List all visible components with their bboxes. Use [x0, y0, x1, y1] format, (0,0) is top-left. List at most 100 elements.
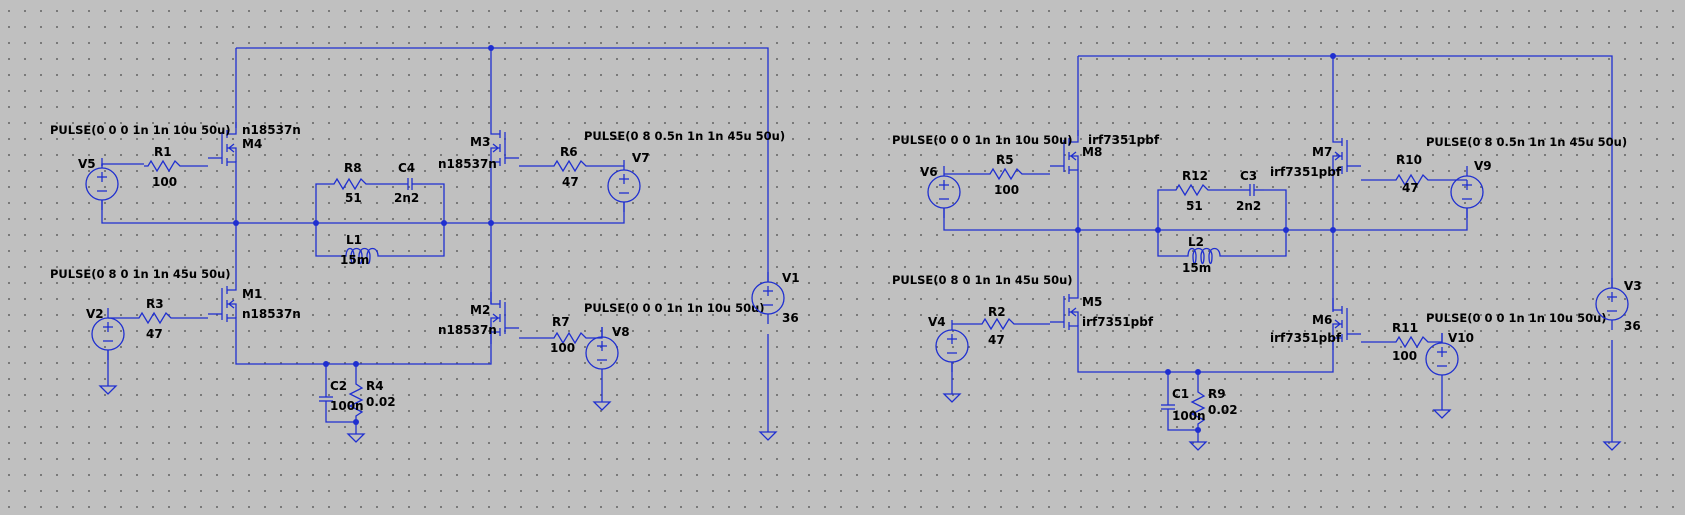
r12-value-label: 51	[1186, 199, 1203, 213]
mosfet-m6[interactable]: M6 irf7351pbf	[1270, 297, 1362, 351]
v5-spec-label: PULSE(0 0 0 1n 1n 10u 50u)	[50, 123, 231, 137]
m6-name-label: M6	[1312, 313, 1332, 327]
resistor-r10[interactable]: R10 47	[1391, 153, 1433, 195]
c2-name-label: C2	[330, 379, 347, 393]
m5-model-label: irf7351pbf	[1082, 315, 1154, 329]
mosfet-m8[interactable]: irf7351pbf M8	[1049, 129, 1160, 183]
v8-name-label: V8	[612, 325, 630, 339]
c2-value-label: 100n	[330, 399, 364, 413]
source-v8[interactable]: V8 PULSE(0 0 0 1n 1n 10u 50u)	[584, 301, 765, 411]
mosfet-m5[interactable]: M5 irf7351pbf	[1049, 285, 1154, 339]
right-junctions	[1075, 53, 1336, 433]
m4-model-label: n18537n	[242, 123, 301, 137]
v1-value-label: 36	[782, 311, 799, 325]
m2-name-label: M2	[470, 303, 490, 317]
resistor-r4[interactable]: R4 0.02	[349, 379, 396, 421]
c4-name-label: C4	[398, 161, 415, 175]
capacitor-c3[interactable]: C3 2n2	[1236, 169, 1265, 213]
v3-name-label: V3	[1624, 279, 1642, 293]
v2-name-label: V2	[86, 307, 104, 321]
m4-name-label: M4	[242, 137, 262, 151]
v10-spec-label: PULSE(0 0 0 1n 1n 10u 50u)	[1426, 311, 1607, 325]
r5-value-label: 100	[994, 183, 1019, 197]
v7-name-label: V7	[632, 151, 650, 165]
ground-c1-r9	[1189, 433, 1207, 451]
source-v2[interactable]: V2 PULSE(0 8 0 1n 1n 45u 50u)	[50, 267, 231, 395]
mosfet-m7[interactable]: M7 irf7351pbf	[1270, 129, 1362, 183]
mosfet-m3[interactable]: M3 n18537n	[438, 121, 520, 175]
resistor-r7[interactable]: R7 100	[549, 315, 591, 355]
v2-spec-label: PULSE(0 8 0 1n 1n 45u 50u)	[50, 267, 231, 281]
r5-name-label: R5	[996, 153, 1014, 167]
v1-name-label: V1	[782, 271, 800, 285]
r11-value-label: 100	[1392, 349, 1417, 363]
l1-value-label: 15m	[340, 253, 369, 267]
resistor-r3[interactable]: R3 47	[134, 297, 176, 341]
r11-name-label: R11	[1392, 321, 1418, 335]
resistor-r5[interactable]: R5 100	[985, 153, 1027, 197]
m3-name-label: M3	[470, 135, 490, 149]
m3-model-label: n18537n	[438, 157, 497, 171]
m2-model-label: n18537n	[438, 323, 497, 337]
resistor-r1[interactable]: R1 100	[143, 145, 185, 189]
r3-name-label: R3	[146, 297, 164, 311]
mosfet-m4[interactable]: n18537n M4	[207, 121, 301, 175]
capacitor-c4[interactable]: C4 2n2	[394, 161, 423, 205]
v6-spec-label: PULSE(0 0 0 1n 1n 10u 50u)	[892, 133, 1073, 147]
inductor-l2[interactable]: L2 15m	[1179, 235, 1229, 275]
m1-model-label: n18537n	[242, 307, 301, 321]
l1-name-label: L1	[346, 233, 362, 247]
resistor-r12[interactable]: R12 51	[1171, 169, 1213, 213]
left-wires	[101, 47, 769, 426]
m5-name-label: M5	[1082, 295, 1102, 309]
c1-name-label: C1	[1172, 387, 1189, 401]
source-v9[interactable]: V9 PULSE(0 8 0.5n 1n 1n 45u 50u)	[1426, 135, 1627, 219]
c1-value-label: 100n	[1172, 409, 1206, 423]
m8-name-label: M8	[1082, 145, 1102, 159]
v9-spec-label: PULSE(0 8 0.5n 1n 1n 45u 50u)	[1426, 135, 1627, 149]
v7-spec-label: PULSE(0 8 0.5n 1n 1n 45u 50u)	[584, 129, 785, 143]
mosfet-m2[interactable]: M2 n18537n	[438, 291, 520, 345]
r7-name-label: R7	[552, 315, 570, 329]
source-v5[interactable]: V5 PULSE(0 0 0 1n 1n 10u 50u)	[50, 123, 231, 211]
r6-name-label: R6	[560, 145, 578, 159]
source-v10[interactable]: V10 PULSE(0 0 0 1n 1n 10u 50u)	[1425, 311, 1607, 419]
source-v7[interactable]: V7 PULSE(0 8 0.5n 1n 1n 45u 50u)	[584, 129, 785, 213]
capacitor-c2[interactable]: C2 100n	[318, 379, 364, 415]
r8-name-label: R8	[344, 161, 362, 175]
l2-value-label: 15m	[1182, 261, 1211, 275]
r7-value-label: 100	[550, 341, 575, 355]
r9-value-label: 0.02	[1208, 403, 1238, 417]
v3-value-label: 36	[1624, 319, 1641, 333]
mosfet-m1[interactable]: M1 n18537n	[207, 277, 301, 331]
resistor-r9[interactable]: R9 0.02	[1191, 387, 1238, 429]
inductor-l1[interactable]: L1 15m	[337, 233, 387, 267]
resistor-r8[interactable]: R8 51	[329, 161, 371, 205]
v9-name-label: V9	[1474, 159, 1492, 173]
resistor-r2[interactable]: R2 47	[977, 305, 1019, 347]
r1-name-label: R1	[154, 145, 172, 159]
c3-value-label: 2n2	[1236, 199, 1261, 213]
resistor-r11[interactable]: R11 100	[1391, 321, 1433, 363]
l2-name-label: L2	[1188, 235, 1204, 249]
r10-name-label: R10	[1396, 153, 1422, 167]
m7-name-label: M7	[1312, 145, 1332, 159]
source-v4[interactable]: V4 PULSE(0 8 0 1n 1n 45u 50u)	[892, 273, 1073, 403]
source-v3[interactable]: V3 36	[1595, 277, 1642, 451]
r2-value-label: 47	[988, 333, 1005, 347]
left-circuit: n18537n M4 M1 n18537n M3 n18537n M2 n185…	[50, 45, 800, 443]
c3-name-label: C3	[1240, 169, 1257, 183]
r8-value-label: 51	[345, 191, 362, 205]
v8-spec-label: PULSE(0 0 0 1n 1n 10u 50u)	[584, 301, 765, 315]
resistor-r6[interactable]: R6 47	[549, 145, 591, 189]
right-wires	[943, 55, 1613, 434]
capacitor-c1[interactable]: C1 100n	[1160, 387, 1206, 423]
left-junctions	[233, 45, 494, 425]
m1-name-label: M1	[242, 287, 262, 301]
m8-model-label: irf7351pbf	[1088, 133, 1160, 147]
source-v6[interactable]: V6 PULSE(0 0 0 1n 1n 10u 50u)	[892, 133, 1073, 219]
r4-value-label: 0.02	[366, 395, 396, 409]
r3-value-label: 47	[146, 327, 163, 341]
source-v1[interactable]: V1 36	[751, 271, 800, 441]
